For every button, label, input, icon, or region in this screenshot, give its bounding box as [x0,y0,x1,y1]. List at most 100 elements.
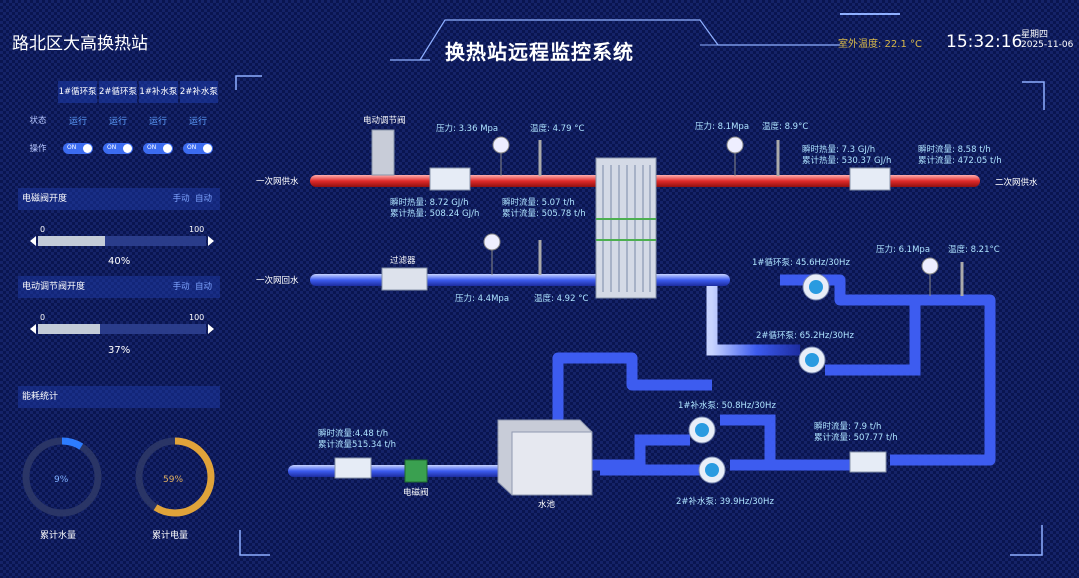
row-label: 状态 [29,116,47,126]
power-gauge-label: 累计电量 [152,531,189,541]
date: 2025-11-06 [1021,40,1074,50]
secondary-temp: 温度: 8.21°C [948,245,1000,255]
return-total-flow: 累计流量: 507.77 t/h [814,433,898,443]
row-label: 操作 [29,144,47,154]
panel-title: 电磁阀开度 [22,194,68,204]
panel-title: 能耗统计 [22,392,59,402]
return-temp: 温度: 4.92 °C [534,294,589,304]
solenoid-label: 电磁阀 [403,488,429,498]
makeup2-freq: 2#补水泵: 39.9Hz/30Hz [676,497,774,507]
solenoid-valve-header: 电磁阀开度 手动 自动 [18,188,220,210]
tank-label: 水池 [538,500,556,510]
supply-total-heat: 累计热量: 508.24 GJ/h [390,209,480,219]
power-gauge-value: 59% [163,475,184,485]
water-gauge [22,437,102,517]
solenoid-valve-icon [404,459,428,483]
pressure-gauge-icon [492,136,510,176]
tank-inlet-pipe [288,465,503,477]
energy-header: 能耗统计 [18,386,220,408]
temp-readout: 温度: 4.79 °C [530,124,585,134]
slider-min: 0 [40,225,46,234]
pressure-gauge-icon [483,233,501,275]
slider-max: 100 [189,225,205,234]
filter-label: 过滤器 [390,256,416,266]
supply-inst-flow: 瞬时流量: 5.07 t/h [502,198,575,208]
secondary-total-heat: 累计热量: 530.37 GJ/h [802,156,892,166]
increase-arrow-icon[interactable] [208,324,214,334]
supply-inst-heat: 瞬时热量: 8.72 GJ/h [390,198,469,208]
control-valve-icon [371,129,395,176]
makeup1-toggle[interactable]: ON [138,142,178,154]
table-row: 状态 运行 运行 运行 运行 [18,106,220,134]
station-name: 路北区大高换热站 [12,34,148,54]
table-header-row: 1#循环泵 2#循环泵 1#补水泵 2#补水泵 [18,78,220,106]
outdoor-temp: 室外温度: 22.1 °C [838,39,922,50]
circulation-pump-2[interactable] [798,346,826,374]
table-header-cell: 1#循环泵 [58,81,97,103]
heat-exchanger [595,157,657,299]
secondary-inst-flow: 瞬时流量: 8.58 t/h [918,145,991,155]
status-cell: 运行 [148,116,167,127]
page-title: 换热站远程监控系统 [445,40,634,64]
pressure-gauge-icon [726,136,744,176]
control-valve-label: 电动调节阀 [363,116,406,126]
supply-total-flow: 累计流量: 505.78 t/h [502,209,586,219]
supply-line-label: 一次网供水 [256,177,299,187]
return-pipe [310,274,730,286]
mode-switch[interactable]: 手动 自动 [172,282,212,292]
pump1-toggle[interactable]: ON [58,142,98,154]
control-valve-value: 37% [108,345,131,356]
table-header-cell: 2#循环泵 [98,81,138,103]
clock: 15:32:16 [946,32,1023,52]
pressure-readout: 压力: 8.1Mpa [695,122,750,132]
pump2-freq: 2#循环泵: 65.2Hz/30Hz [756,331,854,341]
return-pressure: 压力: 4.4Mpa [455,294,510,304]
secondary-supply-label: 二次网供水 [995,178,1038,188]
water-gauge-value: 9% [54,475,69,485]
makeup-pump-2[interactable] [698,456,726,484]
secondary-flow-meter [849,167,891,191]
return-line-label: 一次网回水 [256,276,299,286]
makeup-pump-1[interactable] [688,416,716,444]
status-cell: 运行 [188,116,207,127]
pump1-freq: 1#循环泵: 45.6Hz/30Hz [752,258,850,268]
tank-inst-flow: 瞬时流量:4.48 t/h [318,429,389,439]
power-gauge [135,437,215,517]
pump-status-table: 1#循环泵 2#循环泵 1#补水泵 2#补水泵 状态 运行 运行 运行 运行 操… [18,78,220,162]
circulation-pump-1[interactable] [802,273,830,301]
temp-readout: 温度: 8.9°C [762,122,809,132]
slider-min: 0 [40,313,46,322]
control-valve-slider[interactable] [38,324,206,334]
slider-max: 100 [189,313,205,322]
secondary-total-flow: 累计流量: 472.05 t/h [918,156,1002,166]
return-inst-flow: 瞬时流量: 7.9 t/h [814,422,882,432]
secondary-inst-heat: 瞬时热量: 7.3 GJ/h [802,145,876,155]
water-gauge-label: 累计水量 [40,531,77,541]
tank-total-flow: 累计流量515.34 t/h [318,440,397,450]
mode-switch[interactable]: 手动 自动 [172,194,212,204]
solenoid-slider[interactable] [38,236,206,246]
increase-arrow-icon[interactable] [208,236,214,246]
table-header-cell: 1#补水泵 [139,81,178,103]
secondary-pressure: 压力: 6.1Mpa [876,245,931,255]
status-cell: 运行 [108,116,127,127]
weekday: 星期四 [1021,30,1049,40]
makeup2-toggle[interactable]: ON [178,142,218,154]
table-header-cell: 2#补水泵 [179,81,219,103]
return-flow-meter [849,451,887,473]
pump2-toggle[interactable]: ON [98,142,138,154]
tank-flow-meter [334,457,372,479]
decrease-arrow-icon[interactable] [30,236,36,246]
control-valve-header: 电动调节阀开度 手动 自动 [18,276,220,298]
decrease-arrow-icon[interactable] [30,324,36,334]
pressure-gauge-icon [921,257,939,296]
solenoid-value: 40% [108,256,131,267]
makeup1-freq: 1#补水泵: 50.8Hz/30Hz [678,401,776,411]
pressure-readout: 压力: 3.36 Mpa [436,124,499,134]
panel-title: 电动调节阀开度 [22,282,86,292]
table-row: 操作 ON ON ON ON [18,134,220,162]
header-frame [390,13,900,61]
supply-flow-meter [429,167,471,191]
status-cell: 运行 [68,116,87,127]
